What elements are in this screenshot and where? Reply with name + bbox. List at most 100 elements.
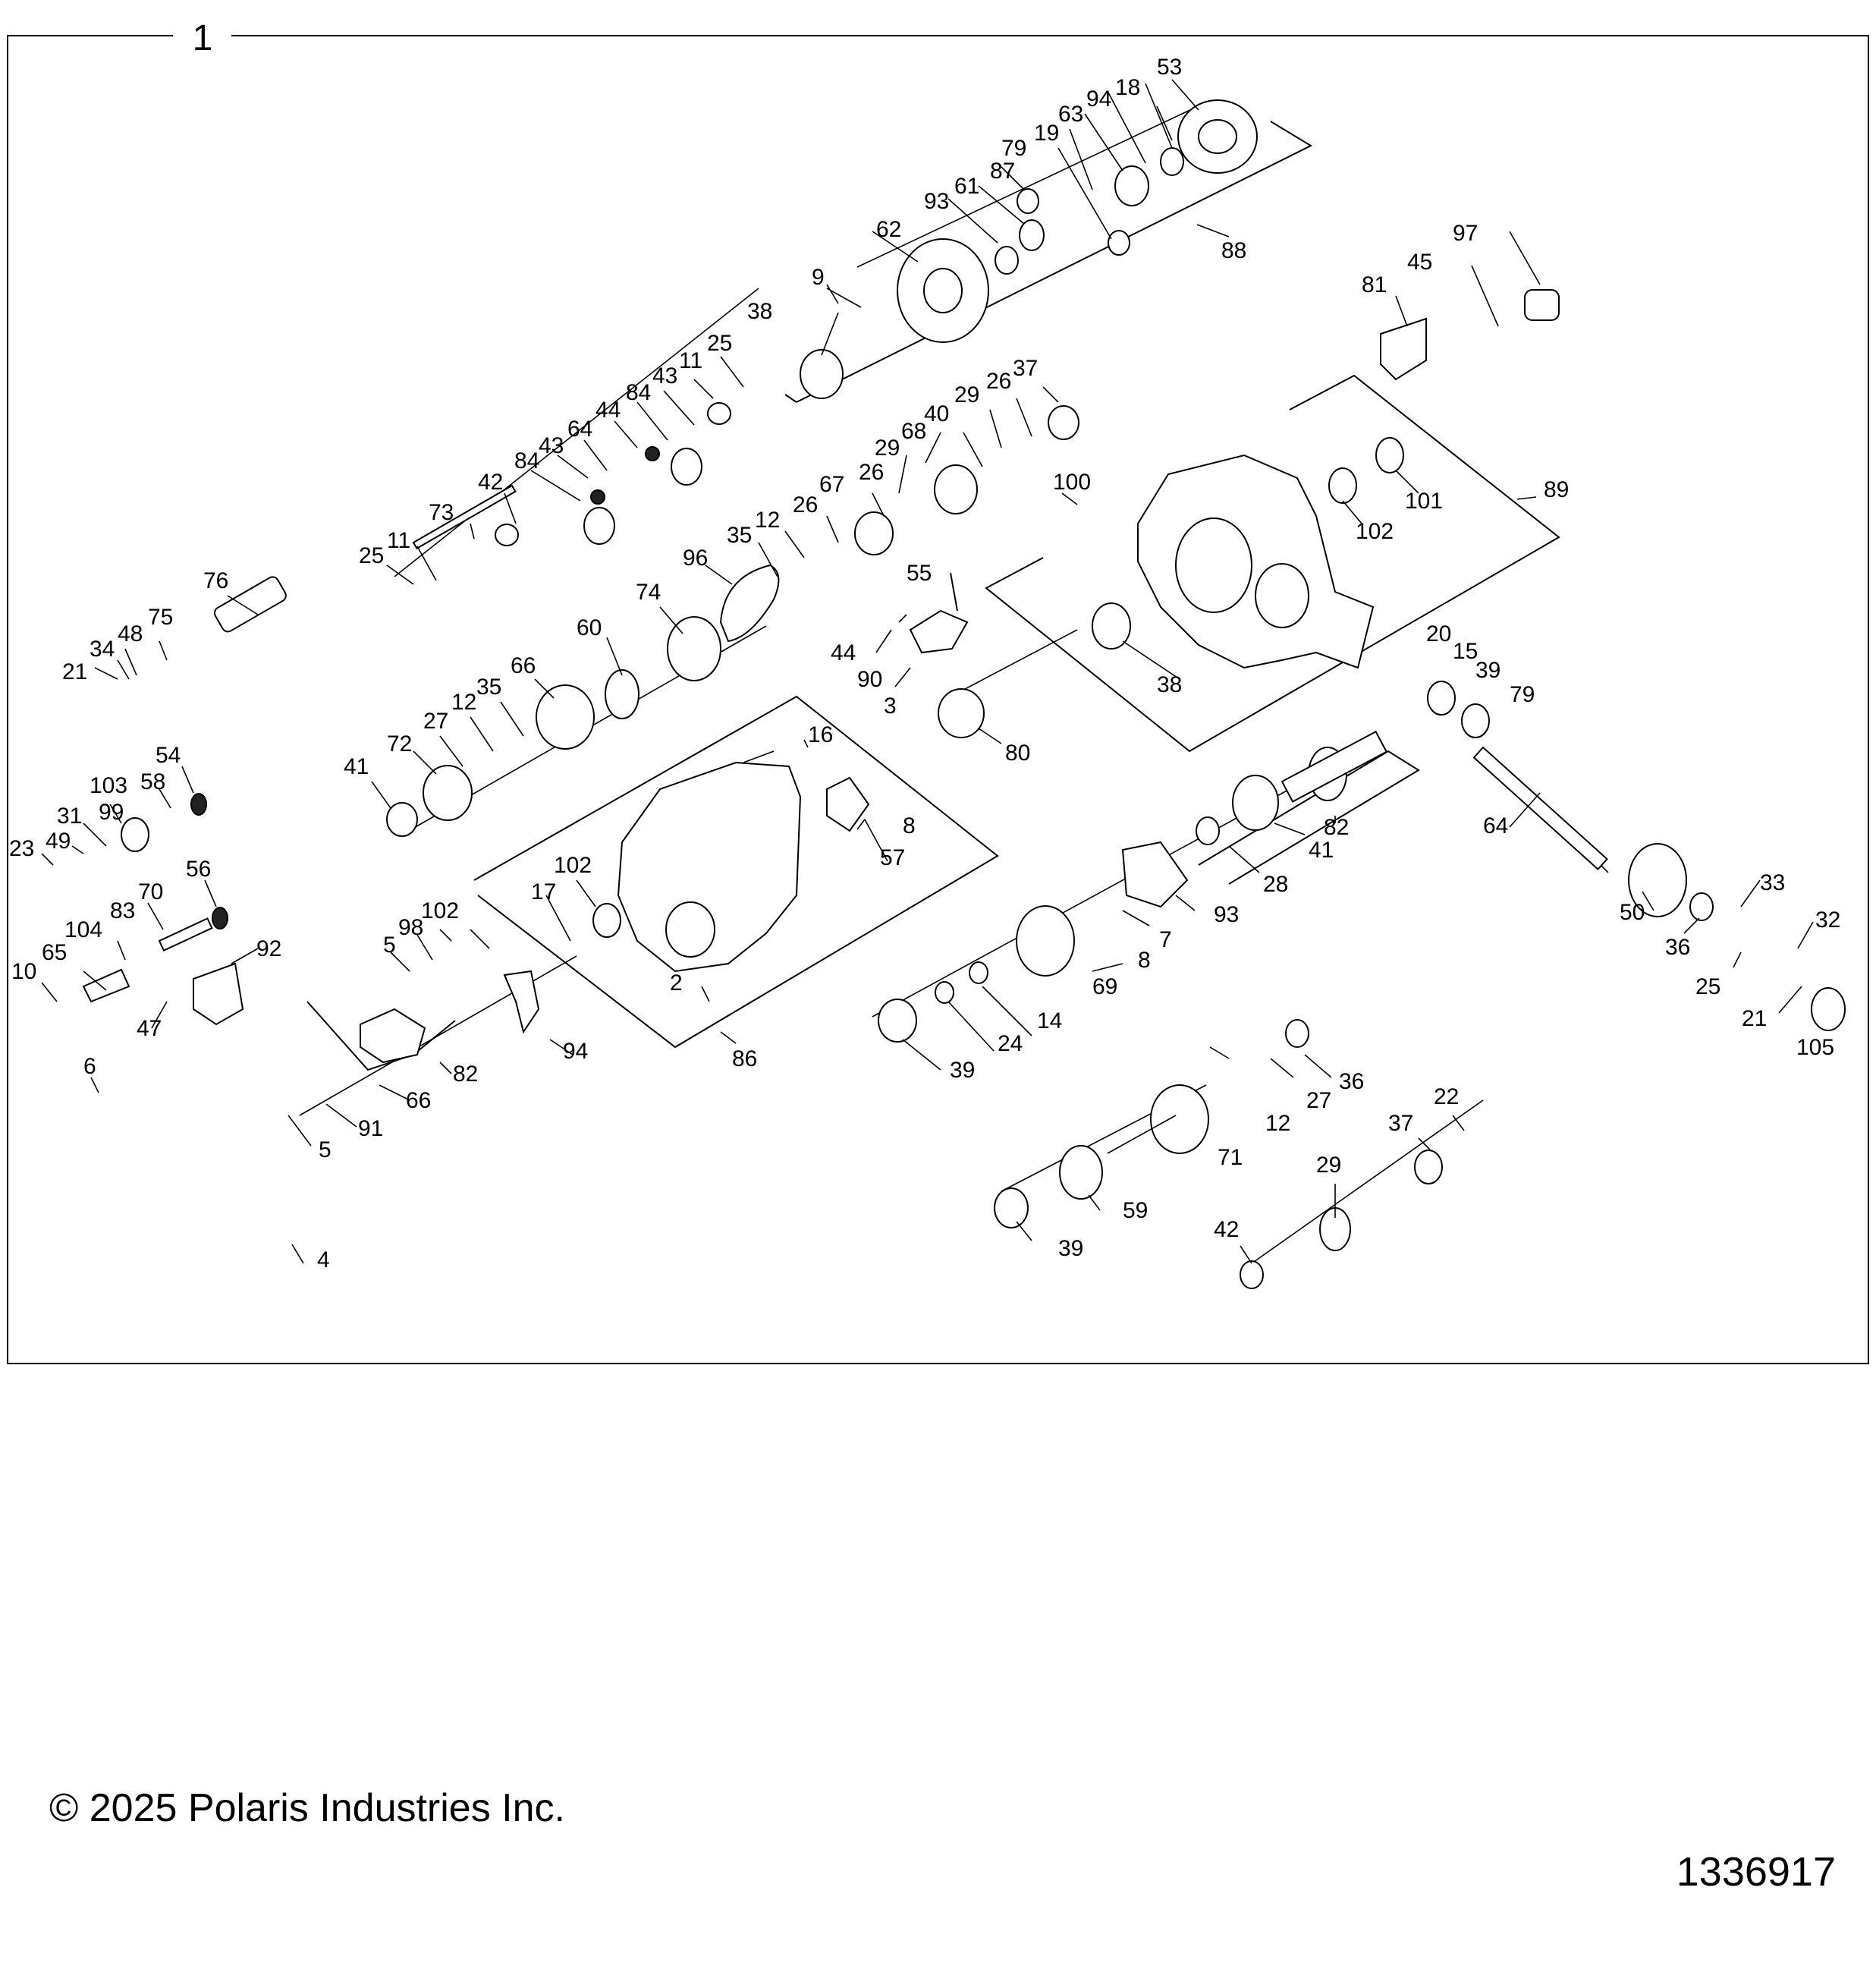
callout-80: 81 [1362, 272, 1387, 297]
subassembly-brackets [306, 121, 1560, 1071]
sensor-97 [1524, 289, 1560, 321]
bearing-42 [386, 802, 418, 837]
cover-85-bore [665, 901, 715, 958]
callout-37-top: 37 [1013, 356, 1038, 381]
callout-5-top: 5 [383, 933, 396, 958]
bracket-82 [1198, 750, 1420, 885]
callout-47: 47 [137, 1016, 162, 1041]
bearing-42-b [1240, 1260, 1264, 1289]
bracket-80 [1380, 317, 1427, 381]
callout-54: 55 [907, 561, 932, 586]
callout-23: 24 [998, 1031, 1023, 1056]
callout-12-c: 12 [1265, 1111, 1290, 1136]
callout-8-top: 8 [903, 813, 916, 838]
spring-43-b [707, 402, 731, 425]
callout-77: 79 [1001, 136, 1026, 161]
callout-100: 100 [1053, 470, 1091, 495]
callout-102-right: 102 [1356, 519, 1394, 544]
callout-40: 40 [924, 401, 949, 426]
bearing-36-b [1285, 1019, 1309, 1048]
ball-44-a [590, 489, 605, 505]
callout-36-b: 36 [1339, 1069, 1364, 1094]
ring-28 [1196, 816, 1220, 845]
callout-81: 82 [453, 1062, 478, 1087]
ring-gear-60-hub [923, 268, 963, 313]
figure-number: 1 [193, 18, 213, 58]
spring-43-a [495, 524, 519, 546]
callout-39-b: 39 [1058, 1236, 1083, 1261]
callout-19: 20 [1426, 621, 1451, 646]
bearing-37-b [1414, 1150, 1443, 1184]
callout-85: 86 [732, 1046, 757, 1071]
callout-13: 14 [1037, 1008, 1062, 1033]
actuator-76 [213, 576, 287, 633]
case-88-bore-2 [1255, 563, 1309, 628]
callout-26-c: 26 [793, 492, 818, 517]
transmission-case-88 [1137, 454, 1375, 669]
bracket-88 [985, 374, 1560, 753]
gear-86 [1017, 188, 1039, 214]
callout-29-c: 29 [1316, 1153, 1341, 1178]
callout-29-a: 29 [954, 382, 979, 407]
callout-89: 90 [857, 667, 882, 692]
callout-55: 57 [880, 845, 905, 870]
callout-17: 18 [1115, 75, 1140, 100]
callout-32: 32 [1815, 907, 1840, 933]
callout-56: 58 [140, 769, 165, 794]
callout-50: 50 [1620, 900, 1645, 925]
callout-64: 64 [567, 417, 592, 442]
callout-27-b: 27 [1306, 1088, 1331, 1113]
bearing-38-top [800, 349, 844, 399]
callout-labels: 53 94 18 63 19 79 87 61 93 62 9 38 88 97… [9, 55, 1840, 1272]
callout-84-right: 84 [626, 380, 651, 405]
callout-74: 74 [636, 580, 661, 605]
callout-99: 99 [99, 800, 124, 825]
ball-44-b [645, 446, 660, 461]
bearing-36-right [1689, 892, 1714, 921]
callout-60: 62 [876, 217, 901, 242]
callout-22: 23 [9, 836, 34, 861]
callout-39-a: 39 [950, 1058, 975, 1083]
bearing-37-top [1048, 405, 1079, 440]
callout-5-bottom: 5 [319, 1137, 332, 1162]
shaft-73 [412, 484, 517, 550]
callout-41: 41 [1309, 838, 1334, 863]
callout-42-a: 41 [344, 754, 369, 779]
gear-61 [1114, 165, 1149, 206]
callout-101: 101 [1405, 489, 1443, 514]
callout-12-b: 12 [451, 690, 476, 715]
part-outlines [82, 99, 1846, 1289]
callout-49: 49 [46, 829, 71, 854]
callout-37-bottom: 37 [1388, 1111, 1413, 1136]
callout-4: 4 [317, 1247, 330, 1272]
copyright-text: © 2025 Polaris Industries Inc. [49, 1786, 565, 1830]
callout-57: 59 [1123, 1198, 1148, 1223]
gear-52 [190, 793, 207, 816]
callout-66: 66 [511, 653, 536, 678]
callout-43-left: 42 [478, 470, 503, 495]
callout-91: 91 [358, 1116, 383, 1141]
callout-97: 97 [1453, 221, 1478, 246]
callout-6: 6 [83, 1054, 96, 1079]
callout-21-bottom: 22 [1434, 1084, 1459, 1109]
callout-28: 28 [1263, 872, 1288, 897]
callout-94-left: 93 [924, 189, 949, 214]
bearing-39-b [994, 1187, 1029, 1228]
bracket-54 [950, 572, 958, 612]
bracket-54-part [909, 609, 969, 654]
callout-2: 2 [670, 970, 683, 996]
shift-fork-84-a [583, 507, 615, 545]
callout-33: 33 [1760, 870, 1785, 895]
callout-48: 48 [118, 621, 143, 646]
gear-57 [1059, 1145, 1103, 1200]
callout-51: 53 [1157, 55, 1182, 80]
callout-98: 98 [398, 915, 423, 940]
callout-76: 76 [203, 568, 228, 593]
callout-86: 87 [990, 159, 1015, 184]
callout-59: 61 [954, 174, 979, 199]
gasket-90 [1121, 841, 1189, 908]
gear-71 [1150, 1084, 1209, 1154]
callout-71: 71 [1218, 1145, 1243, 1170]
diagram-frame [7, 35, 1869, 1364]
